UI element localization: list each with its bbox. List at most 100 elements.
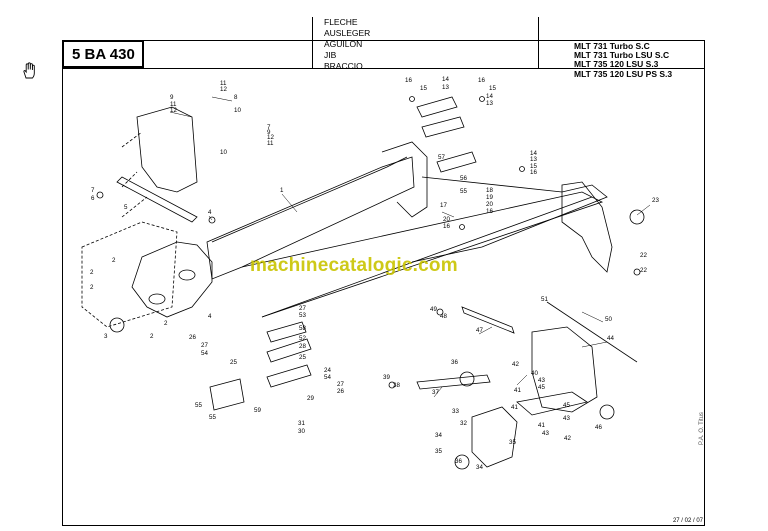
callout-layer: 1112911128107912111016151413161514135714… (90, 76, 659, 471)
part-callout: 41 (511, 404, 518, 411)
part-callout: 42 (564, 435, 571, 442)
part-callout: 45 (538, 384, 545, 391)
part-callout: 32 (460, 420, 467, 427)
part-callout: 7 (91, 187, 95, 194)
part-callout: 36 (455, 458, 462, 465)
chassis-outline (81, 221, 178, 328)
part-callout: 17 (440, 202, 447, 209)
part-callout: 15 (420, 85, 427, 92)
part-callout: 12 (267, 134, 274, 141)
part-callout: 9 (267, 129, 271, 136)
part-callout: 2 (90, 269, 94, 276)
part-callout: 14 (486, 93, 493, 100)
rod-50 (546, 301, 638, 363)
part-callout: 28 (299, 343, 306, 350)
rear-bracket (136, 106, 198, 193)
link-arms-41 (516, 391, 588, 416)
boom-head-block (381, 141, 428, 218)
part-callout: 15 (530, 163, 537, 170)
part-callout: 26 (337, 388, 344, 395)
designation-es: AGUILON (324, 39, 363, 49)
frame-line-bottom (62, 525, 705, 526)
part-callout: 20 (486, 201, 493, 208)
part-callout: 10 (234, 107, 241, 114)
boom-inner-tube (411, 176, 608, 263)
model-item: MLT 731 Turbo S.C (574, 41, 650, 51)
part-callout: 25 (230, 359, 237, 366)
part-callout: 14 (530, 150, 537, 157)
designation-list: FLECHE AUSLEGER AGUILON JIB BRACCIO (324, 17, 370, 72)
part-callout: 54 (324, 374, 331, 381)
part-callout: 37 (432, 389, 439, 396)
part-callout: 4 (208, 313, 212, 320)
part-callout: 22 (640, 252, 647, 259)
part-callout: 6 (91, 195, 95, 202)
part-callout: 38 (393, 382, 400, 389)
model-list: MLT 731 Turbo S.C MLT 731 Turbo LSU S.C … (574, 41, 673, 79)
part-callout: 27 (299, 305, 306, 312)
reference-code: 5 BA 430 (62, 40, 144, 68)
boom-root (131, 241, 213, 318)
part-callout: 34 (476, 464, 483, 471)
part-callout: 12 (170, 107, 177, 114)
part-callout: 3 (104, 333, 108, 340)
part-callout: 2 (112, 257, 116, 264)
boom-head-fork (561, 181, 613, 273)
part-callout: 19 (486, 194, 493, 201)
hand-icon[interactable] (20, 60, 38, 80)
part-callout: 39 (383, 374, 390, 381)
revision-date: 27 / 02 / 07 (672, 518, 703, 524)
part-callout: 44 (607, 335, 614, 342)
grease-nipple-36 (459, 371, 475, 387)
frame-line-top (62, 40, 705, 41)
part-callout: 50 (605, 316, 612, 323)
model-item: MLT 735 120 LSU S.3 (574, 59, 659, 70)
part-callout: 54 (201, 350, 208, 357)
part-callout: 40 (531, 370, 538, 377)
watermark: machinecatalogic.com (250, 255, 458, 276)
model-item: MLT 731 Turbo LSU S.C (574, 50, 670, 61)
part-callout: 20 (443, 216, 450, 223)
wear-pad-55 (209, 378, 245, 411)
frame-line-divider-b (538, 17, 539, 69)
part-callout: 36 (451, 359, 458, 366)
part-callout: 24 (324, 367, 331, 374)
part-callout: 11 (220, 80, 227, 87)
part-callout: 43 (542, 430, 549, 437)
part-callout: 4 (208, 209, 212, 216)
part-callout: 43 (538, 377, 545, 384)
frame-line-divider-a (312, 17, 313, 69)
part-callout: 51 (541, 296, 548, 303)
part-callout: 48 (440, 313, 447, 320)
designation-it: BRACCIO (324, 61, 363, 71)
part-callout: 53 (299, 312, 306, 319)
part-callout: 25 (299, 354, 306, 361)
link-plate (471, 406, 518, 468)
part-callout: 49 (430, 306, 437, 313)
part-callout: 2 (150, 333, 154, 340)
frame-line-left (62, 40, 63, 526)
grease-nipple-23 (629, 209, 645, 225)
part-callout: 16 (486, 208, 493, 215)
part-callout: 33 (452, 408, 459, 415)
part-callout: 12 (220, 86, 227, 93)
part-callout: 42 (512, 361, 519, 368)
frame-line-header (62, 68, 705, 69)
pin-5 (116, 176, 198, 223)
part-callout: 13 (486, 100, 493, 107)
designation-fr: FLECHE (324, 17, 358, 27)
part-callout: 27 (201, 342, 208, 349)
part-callout: 11 (170, 101, 177, 108)
part-callout: 14 (442, 76, 449, 83)
part-callout: 35 (509, 439, 516, 446)
designation-en: JIB (324, 50, 337, 60)
model-item: MLT 735 120 LSU PS S.3 (574, 68, 673, 79)
part-callout: 35 (435, 448, 442, 455)
part-callout: 55 (195, 402, 202, 409)
side-credit: P.A. O. Titus (699, 412, 705, 445)
link-arm-37 (416, 374, 491, 390)
part-callout: 52 (299, 335, 306, 342)
part-callout: 27 (337, 381, 344, 388)
attachment-carriage (531, 326, 598, 413)
